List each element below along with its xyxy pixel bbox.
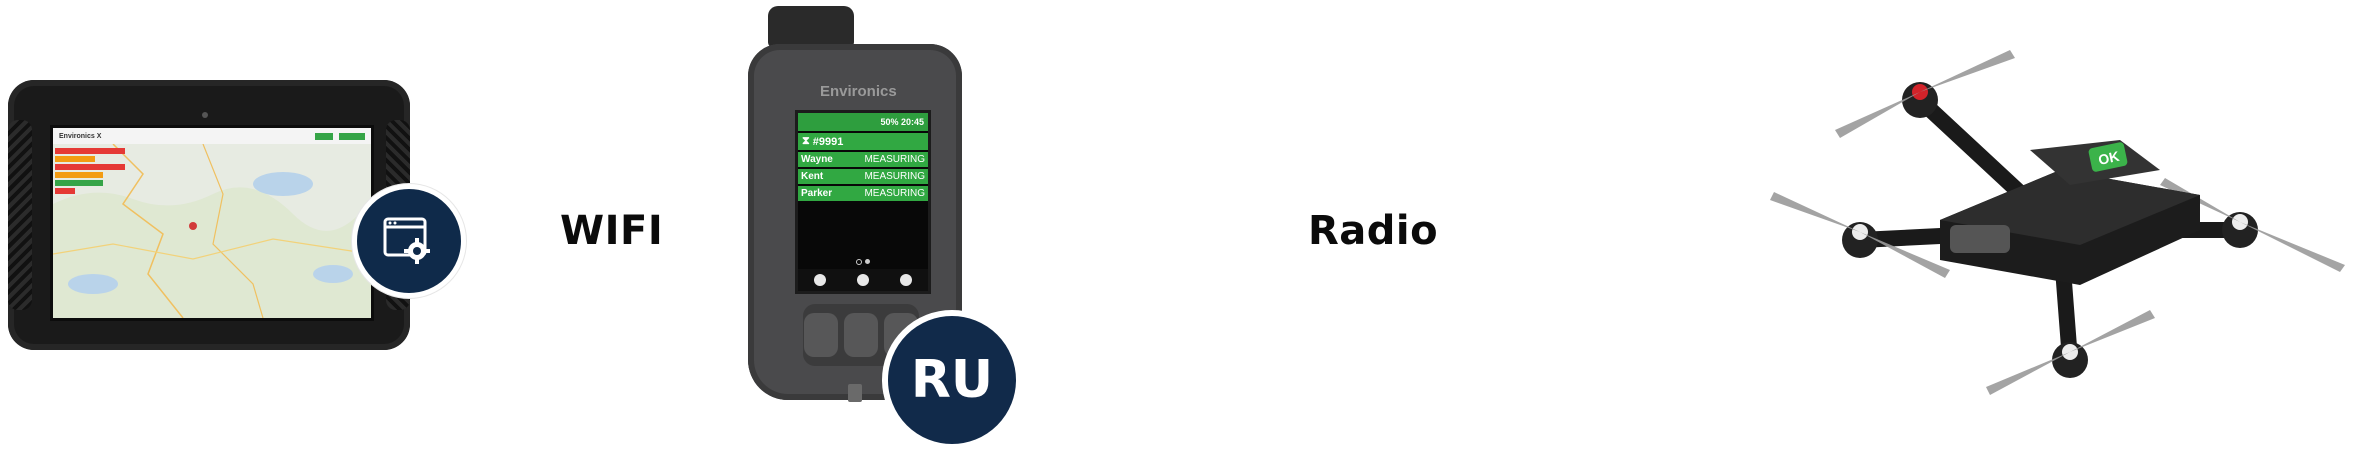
radio-label: Radio xyxy=(1308,208,1439,254)
list-item: Wayne MEASURING xyxy=(798,152,928,167)
map-marker-icon xyxy=(189,222,197,230)
list-item: Kent MEASURING xyxy=(798,169,928,184)
list-item: Parker MEASURING xyxy=(798,186,928,201)
menu-icon[interactable] xyxy=(856,274,869,286)
unit-id: ⧗ #9991 xyxy=(798,133,928,150)
device-connector xyxy=(848,384,862,402)
status-bar-text: 50% 20:45 xyxy=(880,117,924,127)
tablet-app-bar: Environics X xyxy=(53,128,371,145)
forward-icon[interactable] xyxy=(900,274,913,286)
bar-button-green-2 xyxy=(339,132,365,140)
row-status: MEASURING xyxy=(864,188,925,199)
tablet-grip-left xyxy=(8,120,32,310)
app-logo-text: Environics X xyxy=(59,132,102,140)
drone-graphic: OK xyxy=(1770,50,2345,395)
key-left[interactable] xyxy=(804,313,838,357)
map-view xyxy=(53,143,371,318)
hourglass-icon: ⧗ xyxy=(802,135,810,147)
device-screen: 50% 20:45 ⧗ #9991 Wayne MEASURING Kent M… xyxy=(795,110,931,294)
tablet-camera xyxy=(202,112,208,118)
info-icon[interactable] xyxy=(813,274,826,286)
page-dots xyxy=(856,259,870,265)
device-antenna-knob xyxy=(768,6,854,48)
wifi-label: WIFI xyxy=(560,208,664,254)
status-bar: 50% 20:45 xyxy=(798,113,928,131)
settings-badge xyxy=(352,184,466,298)
alert-list-panel xyxy=(55,148,125,194)
row-name: Wayne xyxy=(801,154,833,165)
device-brand-text: Environics xyxy=(820,83,897,100)
unit-id-text: #9991 xyxy=(812,135,844,148)
row-status: MEASURING xyxy=(864,154,925,165)
bar-button-green xyxy=(315,132,333,140)
map-graphic xyxy=(53,143,371,318)
row-name: Kent xyxy=(801,171,824,182)
tablet-screen: Environics X xyxy=(50,125,374,321)
key-center[interactable] xyxy=(844,313,878,357)
drone-screen-text: OK xyxy=(2097,148,2121,168)
ru-badge: RU xyxy=(882,310,1022,450)
row-status: MEASURING xyxy=(864,171,925,182)
drone-body: OK xyxy=(1940,140,2200,285)
screen-softkeys xyxy=(798,269,928,291)
row-name: Parker xyxy=(801,188,833,199)
window-gear-icon xyxy=(383,217,430,264)
